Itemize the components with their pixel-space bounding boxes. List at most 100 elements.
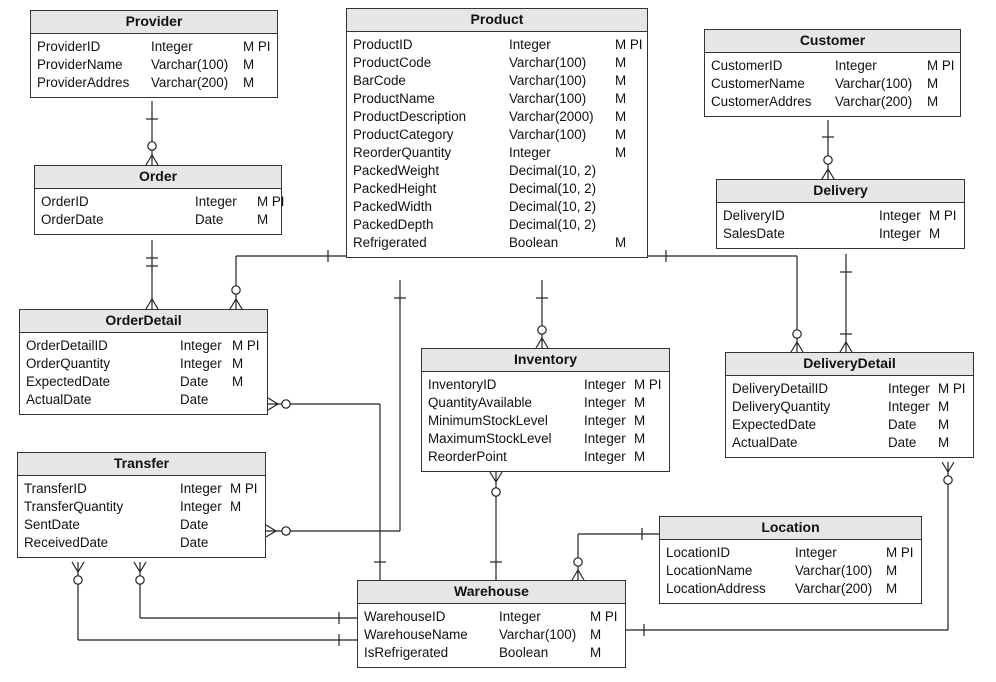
attribute-flags: M PI: [634, 377, 662, 392]
crows-foot: [947, 461, 955, 473]
attribute-row: ProviderAddres Varchar(200) M: [31, 74, 277, 92]
attribute-name: ProductDescription: [353, 109, 467, 124]
attribute-type: Integer: [180, 356, 222, 371]
optional-circle: [281, 399, 291, 409]
attribute-name: WarehouseID: [364, 609, 446, 624]
attribute-flags: M PI: [938, 381, 966, 396]
attribute-name: DeliveryQuantity: [732, 399, 831, 414]
attribute-flags: M: [938, 435, 950, 450]
entity-title: Customer: [705, 30, 960, 53]
attribute-flags: M: [615, 55, 627, 70]
attribute-name: ProductName: [353, 91, 435, 106]
crows-foot: [495, 471, 503, 483]
attribute-type: Integer: [180, 481, 222, 496]
attribute-type: Varchar(100): [499, 627, 577, 642]
attribute-name: TransferID: [24, 481, 87, 496]
entity-title: Inventory: [422, 349, 669, 372]
attribute-type: Varchar(2000): [509, 109, 594, 124]
attribute-name: OrderID: [41, 194, 89, 209]
entity-title: OrderDetail: [20, 310, 267, 333]
crows-foot: [577, 569, 585, 581]
entity-title: Order: [35, 166, 281, 189]
attribute-type: Date: [195, 212, 224, 227]
attribute-flags: M: [615, 73, 627, 88]
attribute-type: Decimal(10, 2): [509, 199, 597, 214]
crows-foot: [77, 561, 85, 573]
attribute-name: ProviderAddres: [37, 75, 130, 90]
attribute-type: Varchar(100): [509, 91, 587, 106]
attribute-name: ReceivedDate: [24, 535, 109, 550]
attribute-type: Varchar(100): [835, 76, 913, 91]
attribute-name: CustomerName: [711, 76, 805, 91]
attribute-name: PackedDepth: [353, 217, 434, 232]
crows-foot: [941, 461, 949, 473]
attribute-row: OrderID Integer M PI: [35, 193, 285, 211]
attribute-flags: M PI: [257, 194, 285, 209]
crows-foot: [796, 341, 804, 353]
attribute-type: Integer: [151, 39, 193, 54]
attribute-flags: M: [886, 581, 898, 596]
attribute-name: CustomerID: [711, 58, 783, 73]
attribute-type: Integer: [195, 194, 237, 209]
attribute-type: Boolean: [499, 645, 549, 660]
crows-foot: [265, 530, 277, 538]
optional-circle: [231, 285, 241, 295]
attribute-name: ActualDate: [732, 435, 798, 450]
attribute-name: ExpectedDate: [26, 374, 111, 389]
attribute-flags: M PI: [230, 481, 258, 496]
attribute-name: TransferQuantity: [24, 499, 124, 514]
attribute-type: Integer: [180, 499, 222, 514]
attribute-flags: M: [634, 431, 646, 446]
attribute-flags: M PI: [243, 39, 271, 54]
attribute-type: Integer: [584, 395, 626, 410]
attribute-name: DeliveryDetailID: [732, 381, 828, 396]
attribute-flags: M PI: [615, 37, 643, 52]
attribute-flags: M: [634, 395, 646, 410]
attribute-flags: M: [938, 399, 950, 414]
attribute-type: Varchar(100): [509, 73, 587, 88]
crows-foot: [265, 524, 277, 532]
attribute-flags: M: [615, 235, 627, 250]
attribute-type: Decimal(10, 2): [509, 163, 597, 178]
attribute-flags: M: [927, 94, 939, 109]
entity-title: DeliveryDetail: [726, 353, 973, 376]
attribute-row: BarCode Varchar(100) M: [347, 72, 647, 90]
attribute-type: Varchar(100): [795, 563, 873, 578]
crows-foot: [489, 471, 497, 483]
attribute-flags: M: [243, 75, 255, 90]
attribute-name: SentDate: [24, 517, 80, 532]
entity-title: Provider: [31, 11, 277, 34]
attribute-name: BarCode: [353, 73, 406, 88]
entity-title: Delivery: [717, 180, 964, 203]
attribute-type: Integer: [584, 377, 626, 392]
attribute-flags: M PI: [590, 609, 618, 624]
attribute-type: Varchar(200): [835, 94, 913, 109]
attribute-name: ProviderID: [37, 39, 101, 54]
crows-foot: [139, 561, 147, 573]
attribute-type: Date: [180, 374, 209, 389]
attribute-type: Varchar(200): [151, 75, 229, 90]
attribute-name: ProductCode: [353, 55, 432, 70]
crows-foot: [235, 298, 243, 310]
attribute-flags: M PI: [929, 208, 957, 223]
attribute-flags: M: [929, 226, 941, 241]
